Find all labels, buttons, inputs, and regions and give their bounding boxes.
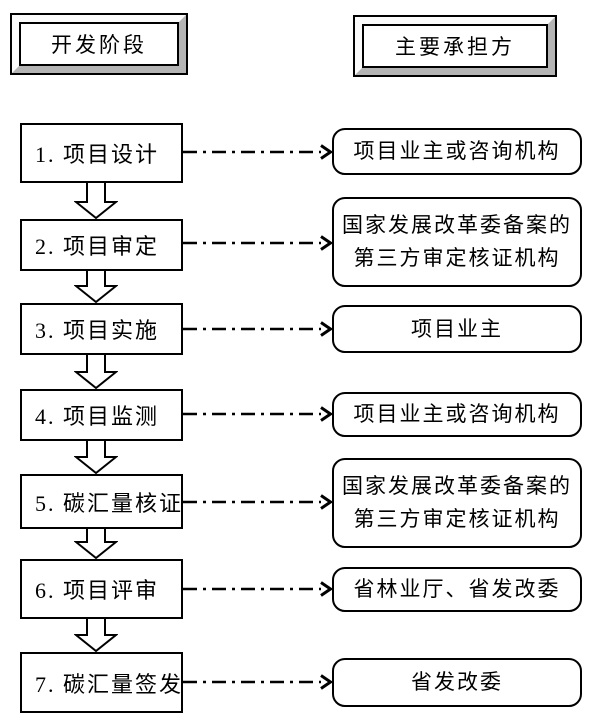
down-arrow-icon-4 <box>74 441 118 474</box>
connector-arrow-icon-4 <box>183 406 333 422</box>
header-stages-frame: 开发阶段 <box>12 15 186 73</box>
header-parties-frame: 主要承担方 <box>355 17 555 75</box>
party-box-6: 省林业厅、省发改委 <box>332 567 582 612</box>
down-arrow-icon-2 <box>74 271 118 303</box>
party-box-3: 项目业主 <box>332 305 582 353</box>
party-box-2: 国家发展改革委备案的 第三方审定核证机构 <box>332 197 582 287</box>
connector-arrow-icon-3 <box>183 321 333 337</box>
stage-box-3: 3. 项目实施 <box>20 303 183 355</box>
header-stages: 开发阶段 <box>10 13 188 75</box>
header-parties-label: 主要承担方 <box>362 24 548 68</box>
stage-box-6: 6. 项目评审 <box>20 559 183 619</box>
party-box-5: 国家发展改革委备案的 第三方审定核证机构 <box>332 458 582 548</box>
party-box-7: 省发改委 <box>332 658 582 707</box>
down-arrow-icon-1 <box>74 183 118 219</box>
stage-box-5: 5. 碳汇量核证 <box>20 474 183 529</box>
header-stages-label: 开发阶段 <box>19 22 179 66</box>
connector-arrow-icon-1 <box>183 144 333 160</box>
connector-arrow-icon-2 <box>183 235 333 251</box>
stage-box-2: 2. 项目审定 <box>20 219 183 271</box>
stage-box-7: 7. 碳汇量签发 <box>20 652 183 713</box>
party-box-4: 项目业主或咨询机构 <box>332 392 582 437</box>
connector-arrow-icon-7 <box>183 674 333 690</box>
down-arrow-icon-5 <box>74 529 118 559</box>
stage-box-4: 4. 项目监测 <box>20 389 183 441</box>
connector-arrow-icon-6 <box>183 581 333 597</box>
stage-box-1: 1. 项目设计 <box>20 123 183 183</box>
party-box-1: 项目业主或咨询机构 <box>332 128 582 175</box>
down-arrow-icon-3 <box>74 355 118 389</box>
connector-arrow-icon-5 <box>183 494 333 510</box>
header-parties: 主要承担方 <box>353 15 557 77</box>
down-arrow-icon-6 <box>74 619 118 652</box>
